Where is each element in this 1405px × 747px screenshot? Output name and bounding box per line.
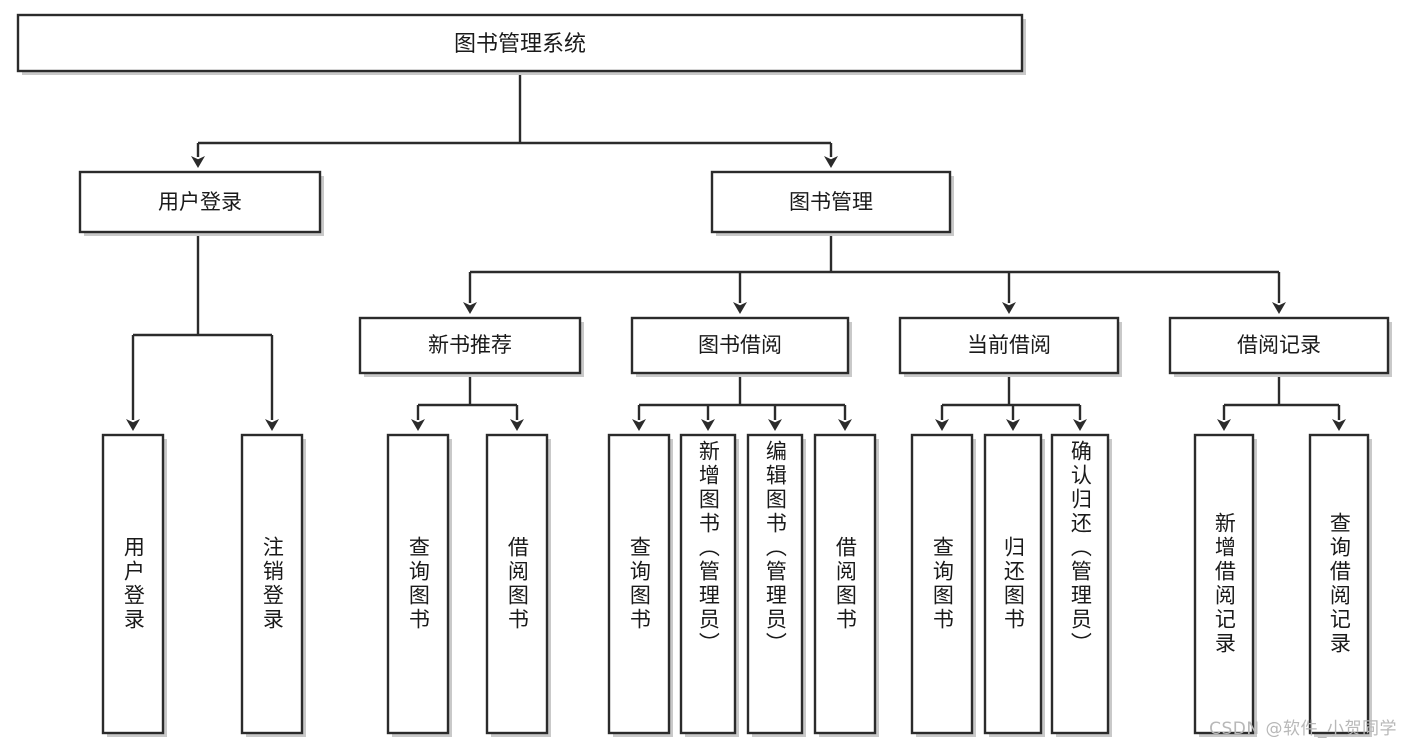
node-root-label: 图书管理系统: [454, 32, 586, 57]
connector-group-borrow: [632, 373, 852, 431]
node-borrow-records-label: 借阅记录: [1237, 333, 1321, 357]
connector-group-records: [1217, 373, 1346, 431]
leaf-node-query-borrow-record[interactable]: [1308, 433, 1372, 737]
connector-group-book-mgmt: [463, 232, 1286, 314]
leaf-node-add-borrow-record[interactable]: [1193, 433, 1257, 737]
leaf-node-query-book-current[interactable]: [910, 433, 976, 737]
node-new-book-recommend-label: 新书推荐: [428, 333, 512, 357]
node-book-borrow[interactable]: 图书借阅: [630, 316, 852, 377]
leaf-node-borrow-book-rec[interactable]: [485, 433, 551, 737]
leaf-node-query-book-rec[interactable]: [386, 433, 452, 737]
leaf-node-borrow-book[interactable]: [813, 433, 879, 737]
leaf-node-return-book[interactable]: [983, 433, 1045, 737]
node-current-borrow[interactable]: 当前借阅: [898, 316, 1122, 377]
node-current-borrow-label: 当前借阅: [967, 333, 1051, 357]
node-borrow-records[interactable]: 借阅记录: [1168, 316, 1392, 377]
node-user-login[interactable]: 用户登录: [78, 170, 324, 236]
node-root[interactable]: 图书管理系统: [16, 13, 1026, 75]
connector-group-new-book: [411, 373, 524, 431]
leaf-node-user-login[interactable]: [101, 433, 167, 737]
leaf-node-query-book-borrow[interactable]: [607, 433, 673, 737]
node-book-management[interactable]: 图书管理: [710, 170, 954, 236]
connector-group-current-borrow: [935, 373, 1087, 431]
node-new-book-recommend[interactable]: 新书推荐: [358, 316, 584, 377]
leaf-node-confirm-return-admin[interactable]: [1050, 433, 1112, 737]
connector-group-root: [191, 71, 838, 168]
node-book-borrow-label: 图书借阅: [698, 333, 782, 357]
leaf-node-edit-book-admin[interactable]: [746, 433, 806, 737]
node-user-login-label: 用户登录: [158, 190, 242, 214]
node-book-management-label: 图书管理: [789, 190, 873, 214]
connector-group-user-login: [126, 232, 279, 431]
leaf-node-logout[interactable]: [240, 433, 306, 737]
leaf-node-add-book-admin[interactable]: [679, 433, 739, 737]
